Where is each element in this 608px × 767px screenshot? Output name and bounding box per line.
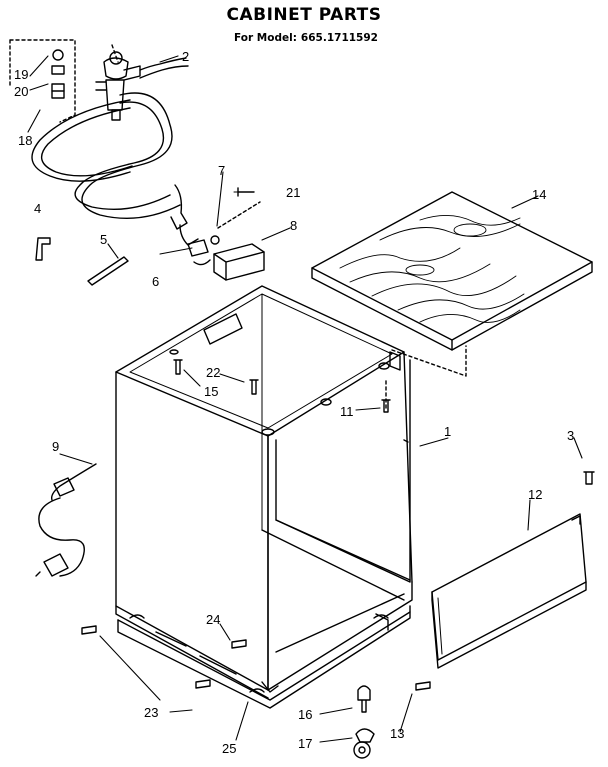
callout-14: 14 <box>532 187 546 202</box>
callout-6: 6 <box>152 274 159 289</box>
part-6-fitting <box>187 239 211 266</box>
callout-8: 8 <box>290 218 297 233</box>
callout-22: 22 <box>206 365 220 380</box>
model-line: For Model:665.1711592 <box>0 32 608 44</box>
callout-1: 1 <box>444 424 451 439</box>
power-cord <box>35 463 97 577</box>
callout-20: 20 <box>14 84 28 99</box>
base-frame <box>117 605 411 709</box>
model-number: 665.1711592 <box>300 32 378 44</box>
callout-3: 3 <box>567 428 574 443</box>
main-cabinet <box>115 285 413 699</box>
callout-12: 12 <box>528 487 542 502</box>
callout-17: 17 <box>298 736 312 751</box>
callout-5: 5 <box>100 232 107 247</box>
callout-19: 19 <box>14 67 28 82</box>
callout-13: 13 <box>390 726 404 741</box>
callout-21: 21 <box>286 185 300 200</box>
part-4-clip <box>35 237 51 261</box>
leader-lines <box>27 55 583 743</box>
callout-15: 15 <box>204 384 218 399</box>
pressure-switch-group <box>210 187 265 281</box>
callout-7: 7 <box>218 163 225 178</box>
callout-18: 18 <box>18 133 32 148</box>
diagram-title: CABINET PARTS <box>226 5 382 25</box>
inlet-hose-assembly <box>9 39 199 246</box>
callout-2: 2 <box>182 49 189 64</box>
part-5-tie <box>87 256 129 286</box>
model-prefix: For Model: <box>234 32 297 44</box>
callout-labels: 1 2 3 4 5 6 7 8 9 11 12 13 14 15 16 17 1… <box>14 49 574 756</box>
fasteners <box>81 359 595 759</box>
callout-16: 16 <box>298 707 312 722</box>
callout-4: 4 <box>34 201 41 216</box>
callout-9: 9 <box>52 439 59 454</box>
cabinet-top-panel <box>311 191 593 377</box>
callout-11: 11 <box>340 404 354 419</box>
callout-24: 24 <box>206 612 220 627</box>
callout-23: 23 <box>144 705 158 720</box>
side-panel <box>431 513 587 669</box>
callout-25: 25 <box>222 741 236 756</box>
